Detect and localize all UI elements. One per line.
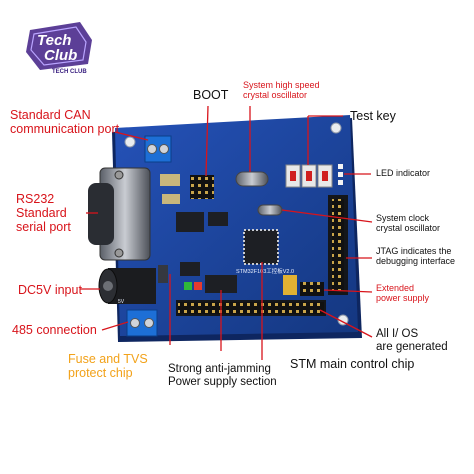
label-ext-power: Extended power supply (376, 283, 430, 304)
test-keys (285, 164, 333, 188)
line-clock (281, 209, 373, 223)
line-all-io (319, 309, 373, 338)
label-stm-chip: STM main control chip (290, 357, 415, 371)
label-all-io: All I/ OS are generated (376, 328, 448, 353)
label-test-key: Test key (350, 109, 396, 123)
line-485 (101, 321, 129, 331)
line-ext-power (323, 289, 373, 293)
rs232-chip (176, 212, 204, 232)
boot-jumper (190, 175, 214, 199)
clock-crystal (257, 204, 283, 216)
hs-crystal (235, 171, 269, 187)
ext-power-pins (300, 282, 324, 296)
label-sys-clock: System clock crystal oscillator (376, 213, 441, 234)
rs485-chip (180, 262, 200, 276)
label-boot: BOOT (193, 88, 229, 102)
label-led: LED indicator (376, 168, 431, 178)
power-regulator (205, 275, 237, 293)
label-hs-osc: System high speed crystal oscillator (243, 80, 320, 101)
line-boot (205, 105, 209, 177)
label-485: 485 connection (12, 323, 97, 337)
tantalum-cap (283, 275, 297, 295)
fuse-chip (158, 265, 168, 283)
leader-lines (80, 105, 373, 360)
logo-line1: Tech (37, 32, 71, 49)
label-rs232: RS232 Standard serial port (16, 192, 71, 234)
label-jtag: JTAG indicates the debugging interface (376, 246, 456, 267)
led-indicators (338, 164, 343, 185)
logo-line2: Club (44, 47, 77, 64)
can-terminal (144, 135, 172, 163)
label-standard-can: Standard CAN communication port (10, 108, 120, 136)
stm32-board: STM32F103工控板V2.0 5V (88, 115, 362, 342)
stm32-mcu (243, 229, 279, 265)
board-silkscreen: STM32F103工控板V2.0 (236, 267, 294, 275)
rs485-terminal (126, 309, 158, 337)
board-mark-5v: 5V (118, 299, 125, 305)
logo-tagline: TECH CLUB (52, 69, 87, 75)
tech-club-logo: Tech Club TECH CLUB (26, 22, 92, 75)
line-can (114, 131, 149, 141)
rs232-db9-connector (88, 167, 151, 261)
label-dc5v: DC5V input (18, 283, 82, 297)
label-fuse-tvs: Fuse and TVS protect chip (68, 352, 148, 380)
label-anti-jam: Strong anti-jamming Power supply section (168, 363, 277, 388)
dc-jack (98, 268, 156, 304)
